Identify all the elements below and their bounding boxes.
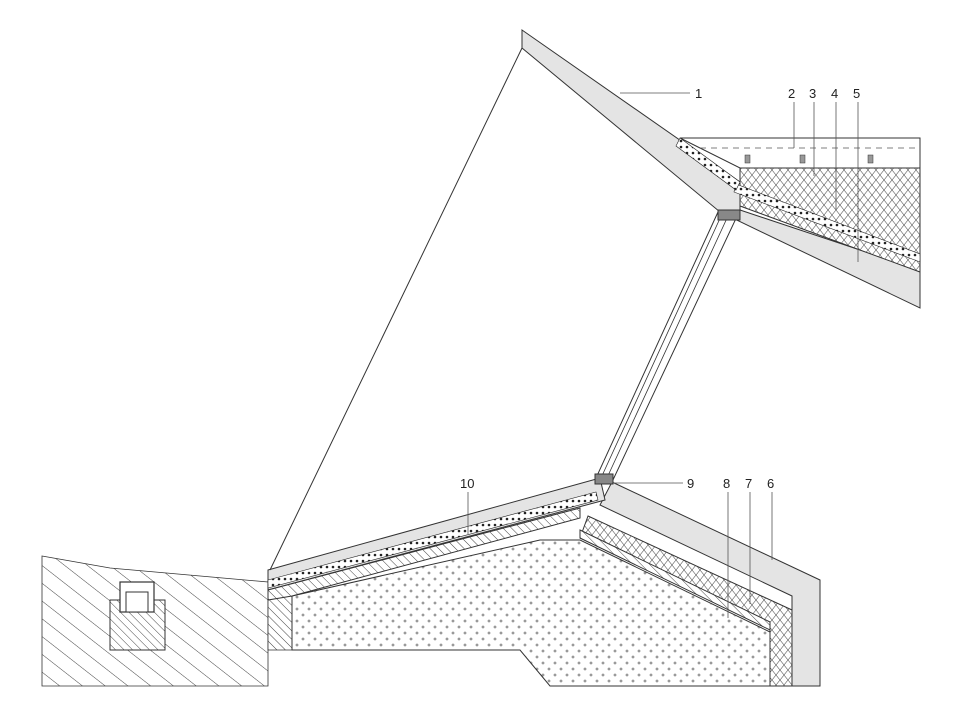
callout-7: 7: [745, 476, 752, 491]
callout-8: 8: [723, 476, 730, 491]
callout-6: 6: [767, 476, 774, 491]
callout-1: 1: [695, 86, 702, 101]
leader-lines: [467, 92, 859, 618]
callout-4: 4: [831, 86, 838, 101]
callout-labels: 1 2 3 4 5 6 7 8 9 10: [460, 86, 860, 491]
wall-layers: [579, 481, 821, 687]
lower-slab: [267, 477, 606, 601]
callout-9: 9: [687, 476, 694, 491]
callout-3: 3: [809, 86, 816, 101]
callout-10: 10: [460, 476, 474, 491]
drainage-channel: [109, 581, 166, 651]
ground-soil: [41, 555, 293, 687]
glazing-panel: [269, 47, 741, 571]
callout-5: 5: [853, 86, 860, 101]
upper-roof: [521, 29, 921, 309]
callout-2: 2: [788, 86, 795, 101]
